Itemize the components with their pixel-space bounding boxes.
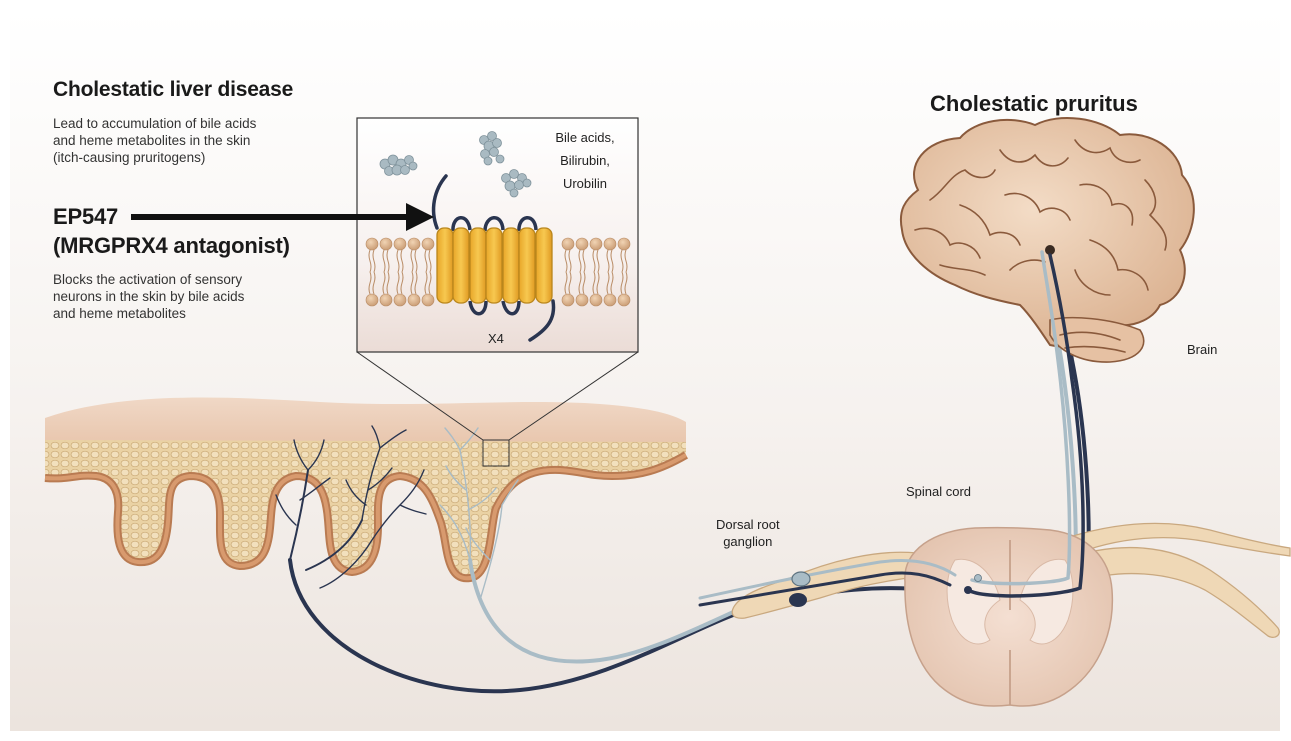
drug-name: EP547	[53, 204, 118, 230]
drg-label-line: Dorsal root	[716, 516, 780, 533]
description-line: Lead to accumulation of bile acids	[53, 115, 256, 132]
lipid-head	[408, 294, 420, 306]
ligand-label: Bile acids, Bilirubin, Urobilin	[543, 126, 627, 195]
lipid-head	[576, 294, 588, 306]
lipid-head	[380, 238, 392, 250]
transmembrane-helix	[503, 228, 519, 303]
spinal-cord-label: Spinal cord	[906, 484, 971, 499]
lipid-head	[590, 294, 602, 306]
lipid-head	[604, 238, 616, 250]
drg-label-line: ganglion	[716, 533, 780, 550]
lipid-head	[618, 238, 630, 250]
receptor-label: X4	[488, 331, 504, 346]
lipid-head	[380, 294, 392, 306]
lipid-head	[604, 294, 616, 306]
lipid-head	[562, 238, 574, 250]
transmembrane-helix	[536, 228, 552, 303]
lipid-head	[394, 238, 406, 250]
lipid-head	[618, 294, 630, 306]
lipid-head	[394, 294, 406, 306]
transmembrane-helix	[453, 228, 469, 303]
liver-disease-title: Cholestatic liver disease	[53, 78, 293, 102]
lipid-head	[366, 294, 378, 306]
transmembrane-helix	[486, 228, 502, 303]
drug-description-line: and heme metabolites	[53, 305, 244, 322]
drug-description: Blocks the activation of sensory neurons…	[53, 271, 244, 322]
description-line: and heme metabolites in the skin	[53, 132, 256, 149]
lipid-head	[422, 238, 434, 250]
drug-description-line: Blocks the activation of sensory	[53, 271, 244, 288]
drg-label: Dorsal root ganglion	[716, 516, 780, 550]
lipid-head	[366, 238, 378, 250]
brain-label: Brain	[1187, 342, 1217, 357]
transmembrane-helix	[470, 228, 486, 303]
lipid-head	[562, 294, 574, 306]
lipid-head	[422, 294, 434, 306]
drug-description-line: neurons in the skin by bile acids	[53, 288, 244, 305]
pruritus-title: Cholestatic pruritus	[930, 91, 1138, 117]
transmembrane-helix	[437, 228, 453, 303]
lipid-head	[408, 238, 420, 250]
liver-disease-description: Lead to accumulation of bile acids and h…	[53, 115, 256, 166]
transmembrane-helix	[519, 228, 535, 303]
drug-class: (MRGPRX4 antagonist)	[53, 233, 290, 259]
ligand-line: Urobilin	[543, 172, 627, 195]
description-line: (itch-causing pruritogens)	[53, 149, 256, 166]
ligand-line: Bile acids,	[543, 126, 627, 149]
lipid-head	[576, 238, 588, 250]
ligand-line: Bilirubin,	[543, 149, 627, 172]
lipid-head	[590, 238, 602, 250]
